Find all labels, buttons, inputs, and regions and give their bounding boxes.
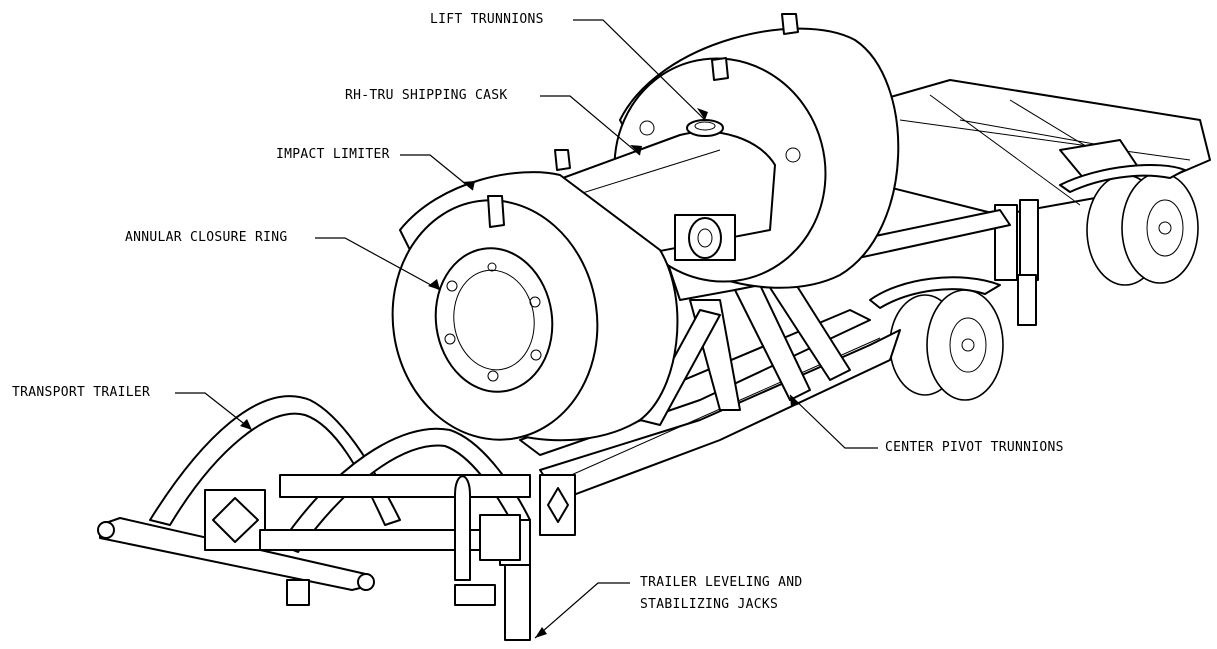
label-center-pivot-trunnions: CENTER PIVOT TRUNNIONS	[885, 440, 1064, 455]
gooseneck-frame	[97, 395, 531, 606]
center-pivot-trunnion	[674, 214, 736, 261]
label-impact-limiter: IMPACT LIMITER	[276, 147, 390, 162]
label-jacks-line1: TRAILER LEVELING AND	[640, 575, 803, 590]
label-jacks-line2: STABILIZING JACKS	[640, 597, 779, 612]
front-jacks	[454, 474, 576, 641]
label-lift-trunnions: LIFT TRUNNIONS	[430, 12, 544, 27]
leader-lines	[175, 19, 878, 639]
label-shipping-cask: RH-TRU SHIPPING CASK	[345, 88, 508, 103]
label-annular-closure-ring: ANNULAR CLOSURE RING	[125, 230, 288, 245]
rear-fender	[1059, 164, 1186, 193]
rear-wheel-set	[1086, 172, 1199, 286]
front-impact-limiter	[391, 149, 679, 442]
label-transport-trailer: TRANSPORT TRAILER	[12, 385, 151, 400]
front-fender	[869, 276, 1001, 309]
front-wheel-set	[889, 289, 1004, 401]
